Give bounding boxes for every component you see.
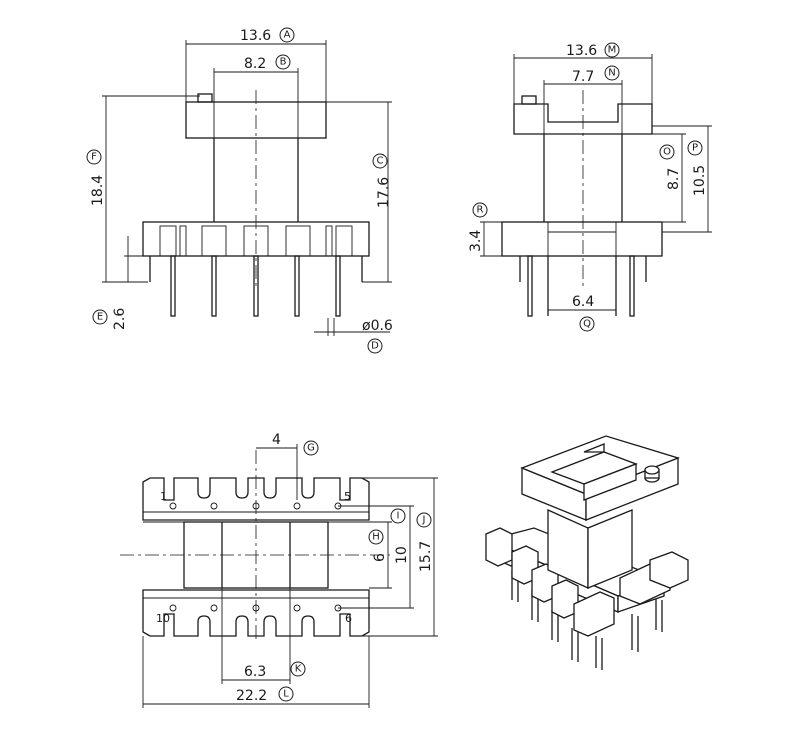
dim-d-value: ø0.6 [362,318,393,334]
dim-m-letter: M [608,45,617,56]
dim-n-letter: N [608,68,615,79]
dim-h-letter: H [372,532,380,543]
bottom-view: 1 5 10 6 4 G 6 H 10 [120,432,438,708]
dim-q-letter: Q [583,319,591,330]
isometric-view [485,435,689,670]
side-view: 13.6 M 7.7 N 8.7 O 10.5 P 3.4 R 6.4 [468,42,712,332]
dim-r-value: 3.4 [468,230,484,252]
dim-i-letter: I [397,511,400,522]
dim-m-value: 13.6 [566,43,597,59]
dim-d-letter: D [371,341,379,352]
dim-l-value: 22.2 [236,688,267,704]
dim-g-letter: G [307,443,315,454]
dim-o-value: 8.7 [666,168,682,190]
dim-a-value: 13.6 [240,28,271,44]
front-view: 13.6 A 8.2 B 18.4 F 17.6 C 2.6 E [86,27,393,354]
dim-q-value: 6.4 [572,294,594,310]
dim-r-letter: R [477,205,484,216]
pin-label-10: 10 [156,612,170,625]
pin-label-6: 6 [345,612,352,625]
dim-c-value: 17.6 [376,177,392,208]
dim-c-letter: C [377,156,384,167]
dim-b-value: 8.2 [244,56,266,72]
dim-k-letter: K [295,664,302,675]
dim-f-letter: F [91,152,97,163]
pin-label-1: 1 [160,490,167,503]
dim-j-letter: J [422,515,426,526]
dim-g-value: 4 [272,432,281,448]
dim-k-value: 6.3 [244,664,266,680]
dim-f-value: 18.4 [90,175,106,206]
dim-i-value: 10 [394,546,410,564]
dim-l-letter: L [283,689,289,700]
dim-b-letter: B [280,57,287,68]
dim-o-letter: O [663,147,671,158]
dim-j-value: 15.7 [418,541,434,572]
dim-n-value: 7.7 [572,69,594,85]
dim-e-letter: E [97,312,103,323]
dim-p-value: 10.5 [692,165,708,196]
dim-p-letter: P [692,143,698,154]
dim-a-letter: A [284,30,291,41]
dim-h-value: 6 [372,553,388,562]
pin-label-5: 5 [344,490,351,503]
dim-e-value: 2.6 [112,308,128,330]
